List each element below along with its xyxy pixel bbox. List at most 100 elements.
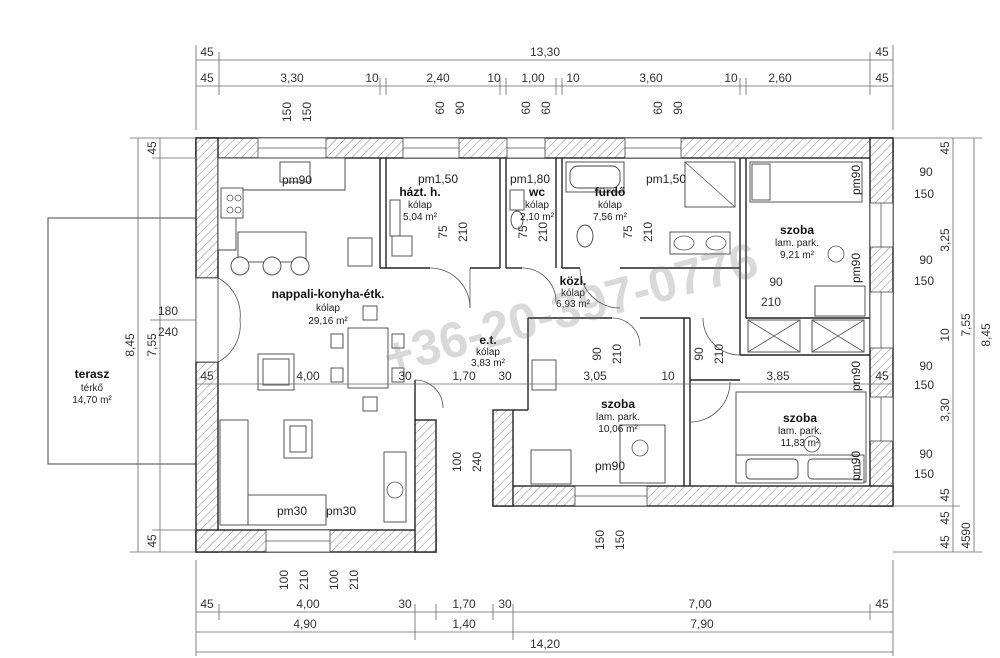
dim-text: 10 xyxy=(365,71,379,85)
room-floor: kólap xyxy=(598,200,622,211)
dim-text: 4,90 xyxy=(293,617,317,631)
furniture xyxy=(217,157,867,526)
dim-text: 210 xyxy=(761,295,781,309)
dim-text: 180 xyxy=(158,304,178,318)
room-name: szoba xyxy=(780,223,814,237)
bottom-dimension-chains xyxy=(195,560,894,656)
room-area: 3,83 m² xyxy=(471,358,506,369)
room-floor: lam. park. xyxy=(775,238,819,249)
dim-text: 60 xyxy=(651,101,665,115)
dim-text: 90 xyxy=(919,359,933,373)
dim-text: 45 xyxy=(938,535,952,549)
dim-text: 45 xyxy=(200,369,214,383)
dim-text: 4,00 xyxy=(296,369,320,383)
room-area: 7,56 m² xyxy=(593,212,628,223)
dim-text: 45 xyxy=(200,71,214,85)
dim-text: 90 xyxy=(671,101,685,115)
dim-text: 90 xyxy=(959,522,973,536)
dim-text: 45 xyxy=(875,369,889,383)
dim-text: 150 xyxy=(914,378,934,392)
dim-text: 210 xyxy=(347,570,361,590)
dim-text: 210 xyxy=(610,344,624,364)
room-area: 9,21 m² xyxy=(780,250,815,261)
dim-text: 10 xyxy=(566,71,580,85)
windows xyxy=(195,137,894,553)
dim-text: 60 xyxy=(519,101,533,115)
room-area: 10,06 m² xyxy=(598,424,638,435)
dim-text: 90 xyxy=(590,347,604,361)
dim-text: 90 xyxy=(919,253,933,267)
room-area: 29,16 m² xyxy=(308,316,348,327)
dim-text: 90 xyxy=(769,275,783,289)
dim-text: 1,00 xyxy=(521,71,545,85)
dim-text: 60 xyxy=(539,101,553,115)
dim-text: 210 xyxy=(536,222,550,242)
dim-text: 10 xyxy=(661,369,675,383)
dim-text: 7,00 xyxy=(688,597,712,611)
dim-text: 90 xyxy=(919,447,933,461)
dim-text: 75 xyxy=(516,225,530,239)
dim-text: 10 xyxy=(938,328,952,342)
dim-text: 150 xyxy=(914,274,934,288)
interior-walls xyxy=(379,158,870,486)
marker-text: pm90 xyxy=(595,459,625,473)
dim-text: 3,05 xyxy=(583,369,607,383)
dim-text: 14,20 xyxy=(530,637,560,651)
marker-text: pm90 xyxy=(849,165,863,195)
dim-text: 1,40 xyxy=(452,617,476,631)
room-name: házt. h. xyxy=(399,185,440,199)
dim-text: 8,45 xyxy=(123,333,137,357)
dim-text: 45 xyxy=(875,45,889,59)
room-floor: kólap xyxy=(408,200,432,211)
dim-text: 4,00 xyxy=(296,597,320,611)
dim-text: 45 xyxy=(938,511,952,525)
dim-text: 90 xyxy=(692,347,706,361)
room-floor: kólap xyxy=(476,347,500,358)
dim-text: 150 xyxy=(300,102,314,122)
dim-text: 45 xyxy=(200,597,214,611)
dim-text: 3,60 xyxy=(639,71,663,85)
dim-text: 45 xyxy=(959,535,973,549)
dim-text: 10 xyxy=(724,71,738,85)
dim-text: 210 xyxy=(456,222,470,242)
room-name: e.t. xyxy=(479,333,496,347)
dim-text: 75 xyxy=(436,225,450,239)
dim-text: 1,70 xyxy=(452,369,476,383)
dim-text: 150 xyxy=(613,530,627,550)
room-name: fürdő xyxy=(595,185,626,199)
room-labels: nappali-konyha-étk. kólap 29,16 m² házt.… xyxy=(272,185,822,449)
dim-text: 10 xyxy=(487,71,501,85)
dim-text: 45 xyxy=(875,71,889,85)
room-area: 6,93 m² xyxy=(556,299,591,310)
dim-text: 3,25 xyxy=(938,228,952,252)
dim-text: 8,45 xyxy=(979,323,993,347)
dim-text: 240 xyxy=(158,325,178,339)
right-dimension-chains xyxy=(893,137,982,553)
dim-text: 150 xyxy=(280,102,294,122)
dim-text: 3,30 xyxy=(938,398,952,422)
room-name: wc xyxy=(528,185,545,199)
marker-text: pm90 xyxy=(282,173,312,187)
dim-text: 90 xyxy=(919,165,933,179)
room-area: 11,83 m² xyxy=(781,438,820,449)
marker-text: pm90 xyxy=(849,451,863,481)
opening-markers: pm90 pm1,50 pm1,80 pm1,50 pm90 pm90 pm90… xyxy=(277,165,863,518)
room-floor: lam. park. xyxy=(778,426,822,437)
dim-text: 45 xyxy=(938,488,952,502)
dim-text: 45 xyxy=(938,141,952,155)
dim-text: 1,70 xyxy=(452,597,476,611)
dim-text: 150 xyxy=(593,530,607,550)
dim-text: 7,55 xyxy=(959,313,973,337)
marker-text: pm1,50 xyxy=(418,172,458,186)
marker-text: pm1,80 xyxy=(510,172,550,186)
room-area: 2,10 m² xyxy=(520,212,555,223)
room-area: 14,70 m² xyxy=(72,395,112,406)
dim-text: 100 xyxy=(277,570,291,590)
left-dimension-chains xyxy=(130,137,196,553)
dim-text: 3,30 xyxy=(280,71,304,85)
dim-text: 30 xyxy=(398,597,412,611)
doors xyxy=(217,267,741,423)
terrace xyxy=(47,217,197,465)
marker-text: pm90 xyxy=(849,253,863,283)
